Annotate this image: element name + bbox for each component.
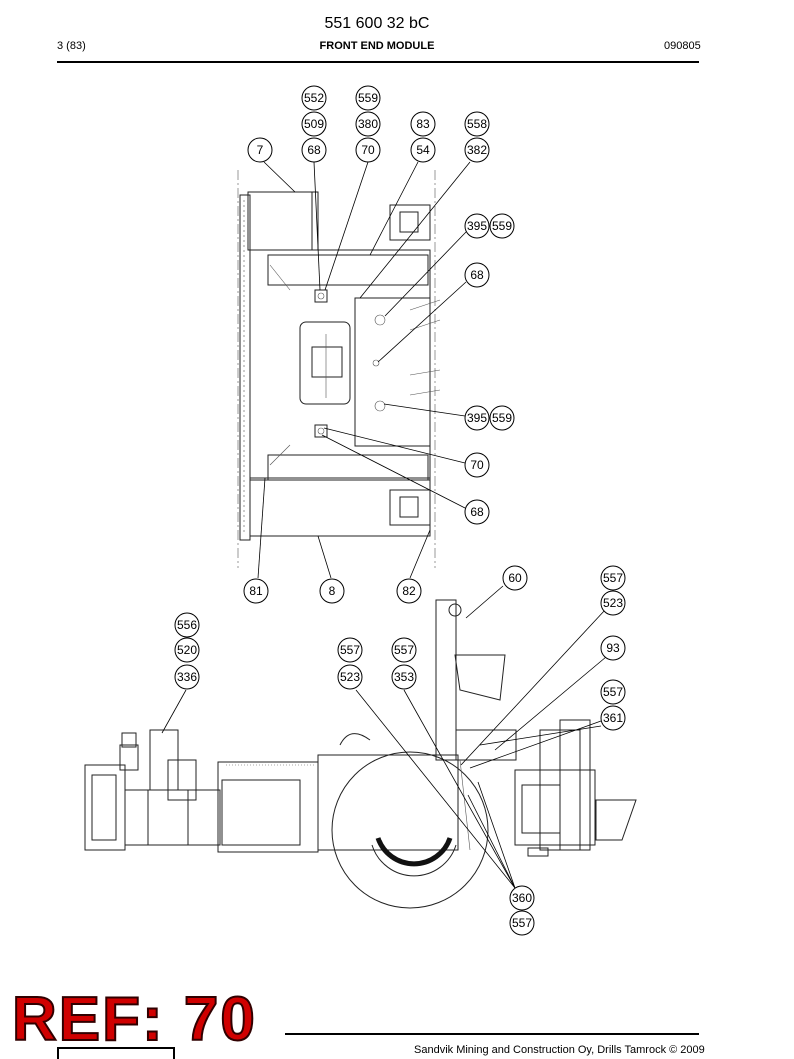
svg-text:557: 557 <box>512 916 532 930</box>
callout-520: 520 <box>174 637 200 663</box>
callout-93: 93 <box>600 635 626 661</box>
section-title: FRONT END MODULE <box>319 40 435 52</box>
top-view <box>237 170 441 568</box>
header-rule <box>57 61 699 63</box>
callout-395: 395 <box>464 405 490 431</box>
svg-text:361: 361 <box>603 711 623 725</box>
svg-text:557: 557 <box>603 571 623 585</box>
callout-68: 68 <box>301 137 327 163</box>
callout-523: 523 <box>337 664 363 690</box>
copyright-text: Sandvik Mining and Construction Oy, Dril… <box>414 1044 705 1056</box>
callout-558: 558 <box>464 111 490 137</box>
svg-text:552: 552 <box>304 91 324 105</box>
callout-361: 361 <box>600 705 626 731</box>
svg-text:70: 70 <box>470 458 484 472</box>
svg-text:559: 559 <box>358 91 378 105</box>
callout-382: 382 <box>464 137 490 163</box>
callout-395: 395 <box>464 213 490 239</box>
callout-336: 336 <box>174 664 200 690</box>
svg-text:557: 557 <box>603 685 623 699</box>
callout-83: 83 <box>410 111 436 137</box>
svg-text:382: 382 <box>467 143 487 157</box>
callout-557: 557 <box>391 637 417 663</box>
svg-text:520: 520 <box>177 643 197 657</box>
svg-text:559: 559 <box>492 219 512 233</box>
callout-556: 556 <box>174 612 200 638</box>
callout-70: 70 <box>464 452 490 478</box>
callout-557: 557 <box>509 910 535 936</box>
svg-text:68: 68 <box>470 268 484 282</box>
callout-559: 559 <box>355 85 381 111</box>
callout-557: 557 <box>337 637 363 663</box>
svg-text:70: 70 <box>361 143 375 157</box>
svg-text:68: 68 <box>307 143 321 157</box>
document-number: 551 600 32 bC <box>324 15 430 32</box>
svg-text:81: 81 <box>249 584 263 598</box>
side-view <box>84 599 637 909</box>
svg-text:336: 336 <box>177 670 197 684</box>
callout-68: 68 <box>464 499 490 525</box>
svg-text:395: 395 <box>467 411 487 425</box>
callout-82: 82 <box>396 578 422 604</box>
callout-557: 557 <box>600 679 626 705</box>
svg-text:523: 523 <box>603 596 623 610</box>
callout-360: 360 <box>509 885 535 911</box>
svg-text:83: 83 <box>416 117 430 131</box>
callout-509: 509 <box>301 111 327 137</box>
page-number: 3 (83) <box>57 40 86 52</box>
svg-text:60: 60 <box>508 571 522 585</box>
svg-text:360: 360 <box>512 891 532 905</box>
callout-353: 353 <box>391 664 417 690</box>
callout-8: 8 <box>319 578 345 604</box>
svg-text:523: 523 <box>340 670 360 684</box>
callout-70: 70 <box>355 137 381 163</box>
footer-rule <box>285 1033 699 1035</box>
svg-text:82: 82 <box>402 584 416 598</box>
svg-text:54: 54 <box>416 143 430 157</box>
reference-stamp: REF: 70 <box>11 984 257 1055</box>
callout-380: 380 <box>355 111 381 137</box>
date-code: 090805 <box>664 40 701 52</box>
callout-68: 68 <box>464 262 490 288</box>
svg-text:353: 353 <box>394 670 414 684</box>
svg-text:395: 395 <box>467 219 487 233</box>
callout-54: 54 <box>410 137 436 163</box>
leader-lines <box>161 161 607 889</box>
callout-81: 81 <box>243 578 269 604</box>
svg-text:8: 8 <box>329 584 336 598</box>
callout-559: 559 <box>489 213 515 239</box>
svg-text:380: 380 <box>358 117 378 131</box>
svg-text:7: 7 <box>257 143 264 157</box>
callout-60: 60 <box>502 565 528 591</box>
callout-523: 523 <box>600 590 626 616</box>
svg-text:68: 68 <box>470 505 484 519</box>
svg-text:559: 559 <box>492 411 512 425</box>
callout-552: 552 <box>301 85 327 111</box>
svg-text:509: 509 <box>304 117 324 131</box>
svg-text:93: 93 <box>606 641 620 655</box>
svg-text:556: 556 <box>177 618 197 632</box>
svg-text:558: 558 <box>467 117 487 131</box>
callout-557: 557 <box>600 565 626 591</box>
callout-559: 559 <box>489 405 515 431</box>
callout-7: 7 <box>247 137 273 163</box>
svg-text:557: 557 <box>394 643 414 657</box>
company-logo <box>57 1047 175 1059</box>
svg-text:557: 557 <box>340 643 360 657</box>
